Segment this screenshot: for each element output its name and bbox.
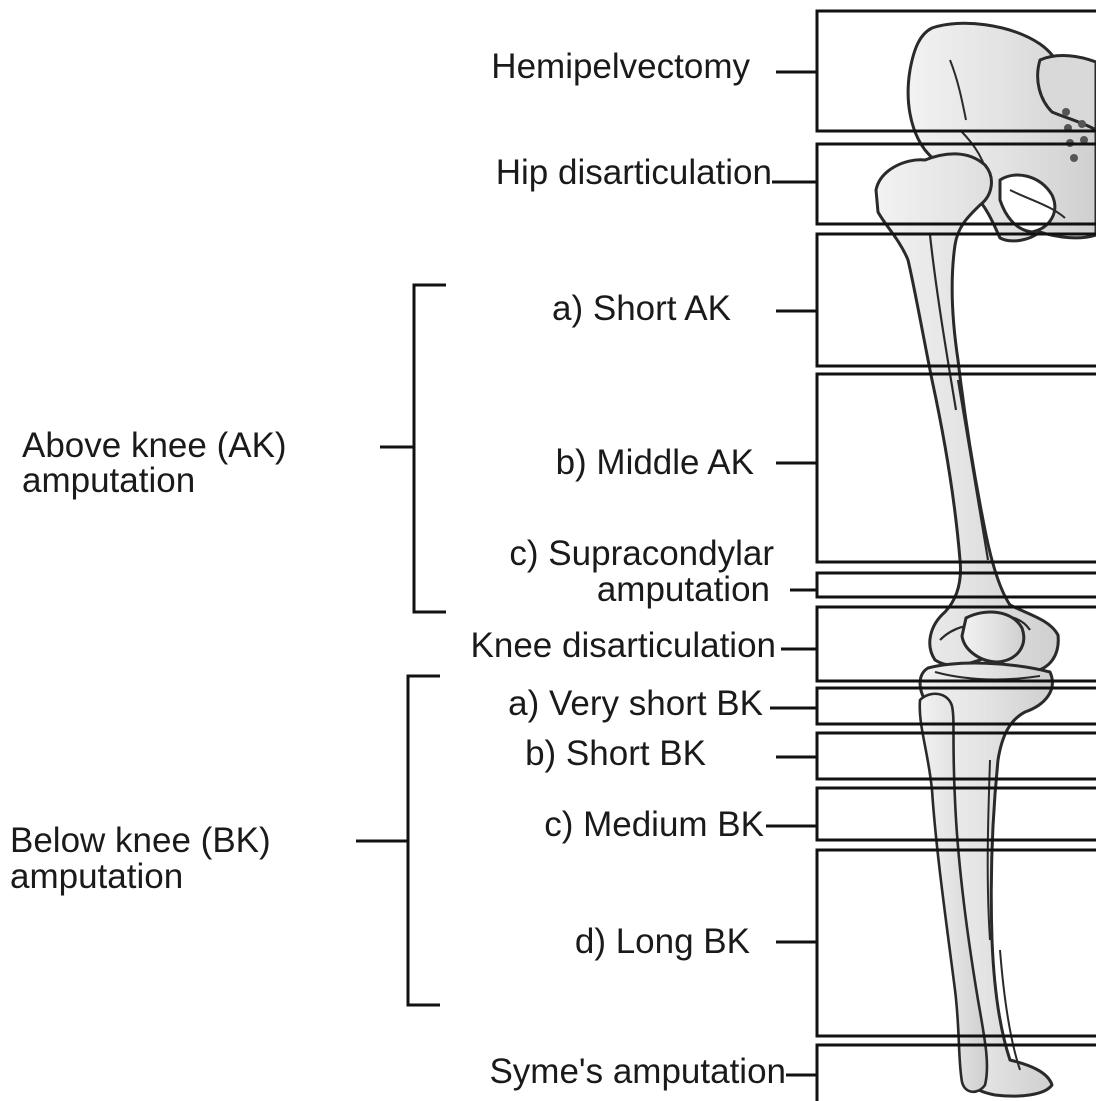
label-supracondylar-line1: c) Supracondylar xyxy=(509,535,774,573)
ak-bracket xyxy=(380,285,446,612)
label-bk-group-line2: amputation xyxy=(10,858,183,896)
label-medium-bk: c) Medium BK xyxy=(544,806,764,844)
label-short-ak: a) Short AK xyxy=(552,290,731,328)
bk-bracket xyxy=(356,676,440,1005)
label-very-short-bk: a) Very short BK xyxy=(508,685,763,723)
label-short-bk: b) Short BK xyxy=(525,735,706,773)
label-long-bk: d) Long BK xyxy=(575,923,750,961)
label-knee-disarticulation: Knee disarticulation xyxy=(471,627,776,665)
label-ak-group-line2: amputation xyxy=(22,462,195,500)
label-supracondylar-line2: amputation xyxy=(597,571,770,609)
label-symes: Syme's amputation xyxy=(489,1053,786,1091)
box-symes xyxy=(817,1045,1096,1101)
label-ak-group-line1: Above knee (AK) xyxy=(22,427,287,465)
leader-lines xyxy=(766,72,817,1075)
label-bk-group-line1: Below knee (BK) xyxy=(10,822,271,860)
label-hemipelvectomy: Hemipelvectomy xyxy=(491,48,750,86)
label-middle-ak: b) Middle AK xyxy=(556,444,754,482)
label-hip-disarticulation: Hip disarticulation xyxy=(496,154,772,192)
